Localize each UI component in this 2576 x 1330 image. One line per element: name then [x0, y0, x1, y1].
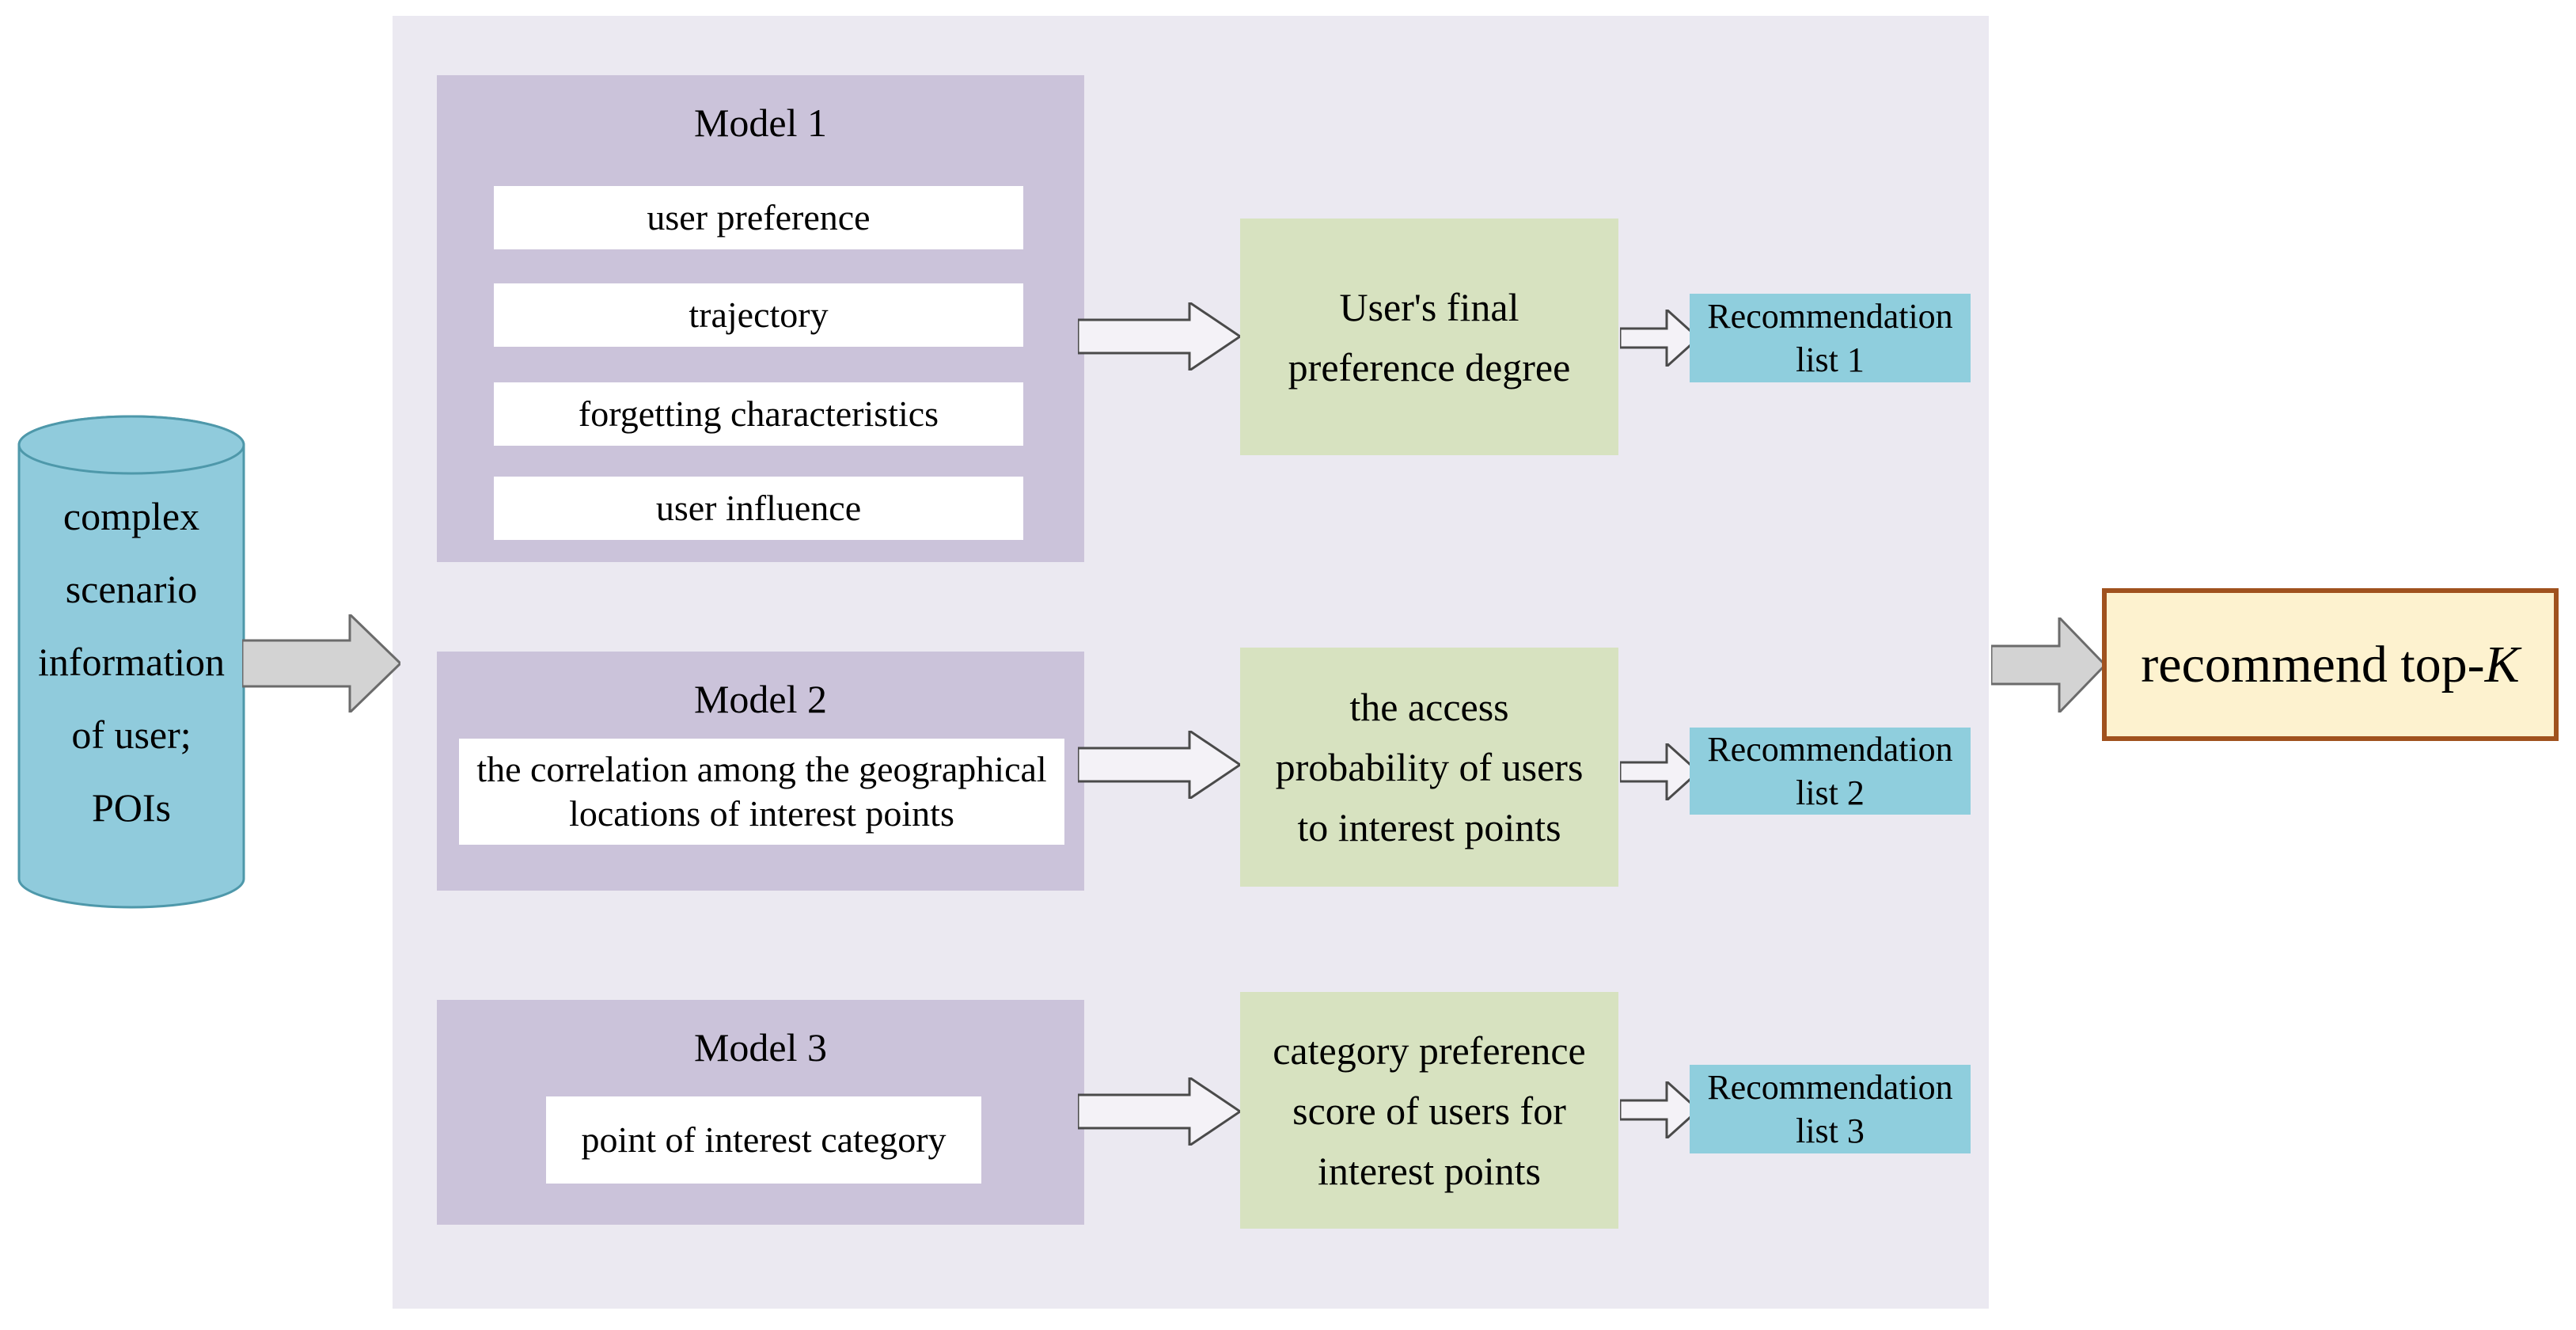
model-1-feature-user-preference: user preference	[494, 186, 1023, 249]
model-1-feature-trajectory: trajectory	[494, 283, 1023, 347]
arrow-input-to-models-icon	[242, 614, 400, 712]
final-recommendation-label: recommend top-	[2141, 635, 2485, 694]
recommendation-list-2: Recommendation list 2	[1690, 728, 1971, 815]
model-3-title: Model 3	[693, 1025, 828, 1070]
arrow-model3-to-output3-icon	[1078, 1077, 1240, 1146]
input-data-label: complex scenario information of user; PO…	[37, 494, 226, 830]
arrow-model1-to-output1-icon	[1078, 302, 1240, 370]
database-cylinder-icon	[17, 415, 245, 909]
recommendation-list-3: Recommendation list 3	[1690, 1065, 1971, 1153]
arrow-output2-to-list2-icon	[1620, 743, 1698, 800]
output-final-preference-degree: User's final preference degree	[1240, 218, 1618, 455]
final-recommendation-box: recommend top-K	[2102, 588, 2559, 741]
final-recommendation-k: K	[2484, 635, 2520, 694]
model-1-title: Model 1	[693, 101, 828, 145]
model-2-feature-geographical-correlation: the correlation among the geographical l…	[459, 739, 1064, 845]
arrow-lists-to-final-icon	[1991, 618, 2105, 712]
output-access-probability: the access probability of users to inter…	[1240, 648, 1618, 887]
model-1-feature-forgetting-characteristics: forgetting characteristics	[494, 382, 1023, 446]
recommendation-list-1: Recommendation list 1	[1690, 294, 1971, 382]
output-category-preference-score: category preference score of users for i…	[1240, 992, 1618, 1229]
model-3-feature-poi-category: point of interest category	[546, 1096, 981, 1184]
model-1-feature-user-influence: user influence	[494, 477, 1023, 540]
model-2-title: Model 2	[693, 677, 828, 721]
arrow-model2-to-output2-icon	[1078, 731, 1240, 799]
arrow-output1-to-list1-icon	[1620, 310, 1698, 367]
arrow-output3-to-list3-icon	[1620, 1081, 1698, 1138]
